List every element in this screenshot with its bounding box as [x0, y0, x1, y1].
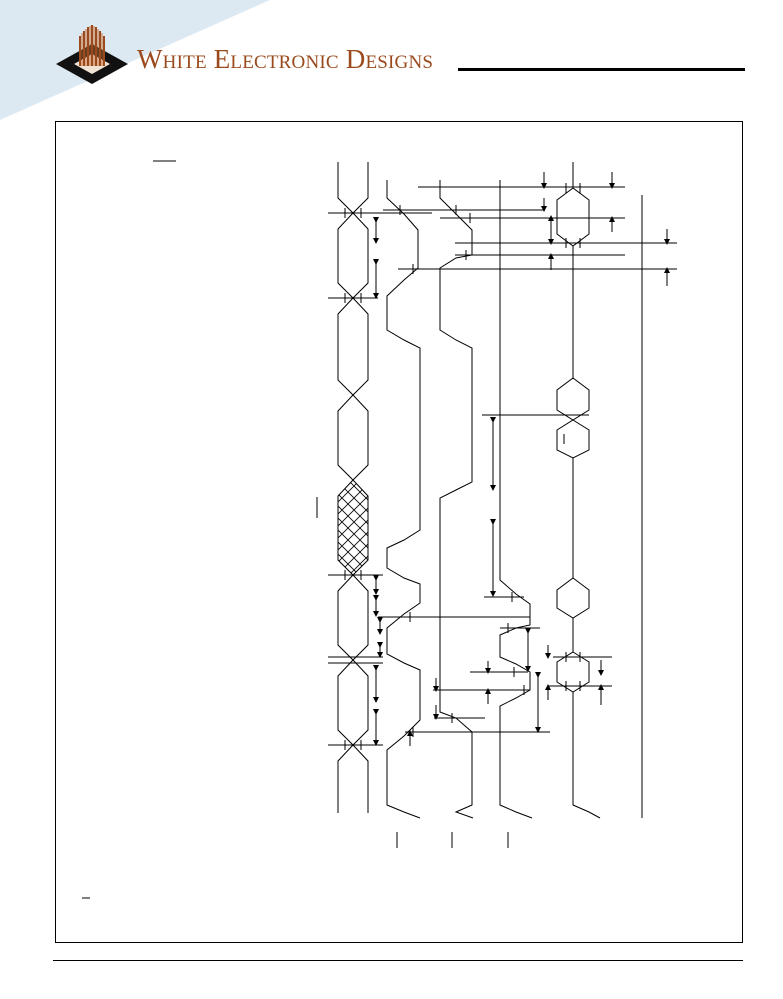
timing-arrows	[373, 217, 541, 746]
company-name: White Electronic Designs	[137, 44, 434, 74]
signal-lane-2	[386, 180, 421, 819]
transition-ticks	[344, 183, 581, 750]
data-lane	[556, 162, 601, 819]
bottom-markers	[396, 434, 565, 848]
header-wedge	[0, 0, 270, 120]
bus-lane	[337, 162, 369, 813]
marker-arrows	[407, 172, 670, 746]
footer-rule	[53, 960, 743, 961]
company-logo	[56, 25, 128, 84]
figure-frame	[55, 121, 743, 943]
signal-lane-3	[439, 180, 474, 819]
header-rule	[458, 68, 745, 71]
reference-lines	[328, 186, 677, 746]
signal-lane-4	[499, 180, 533, 819]
